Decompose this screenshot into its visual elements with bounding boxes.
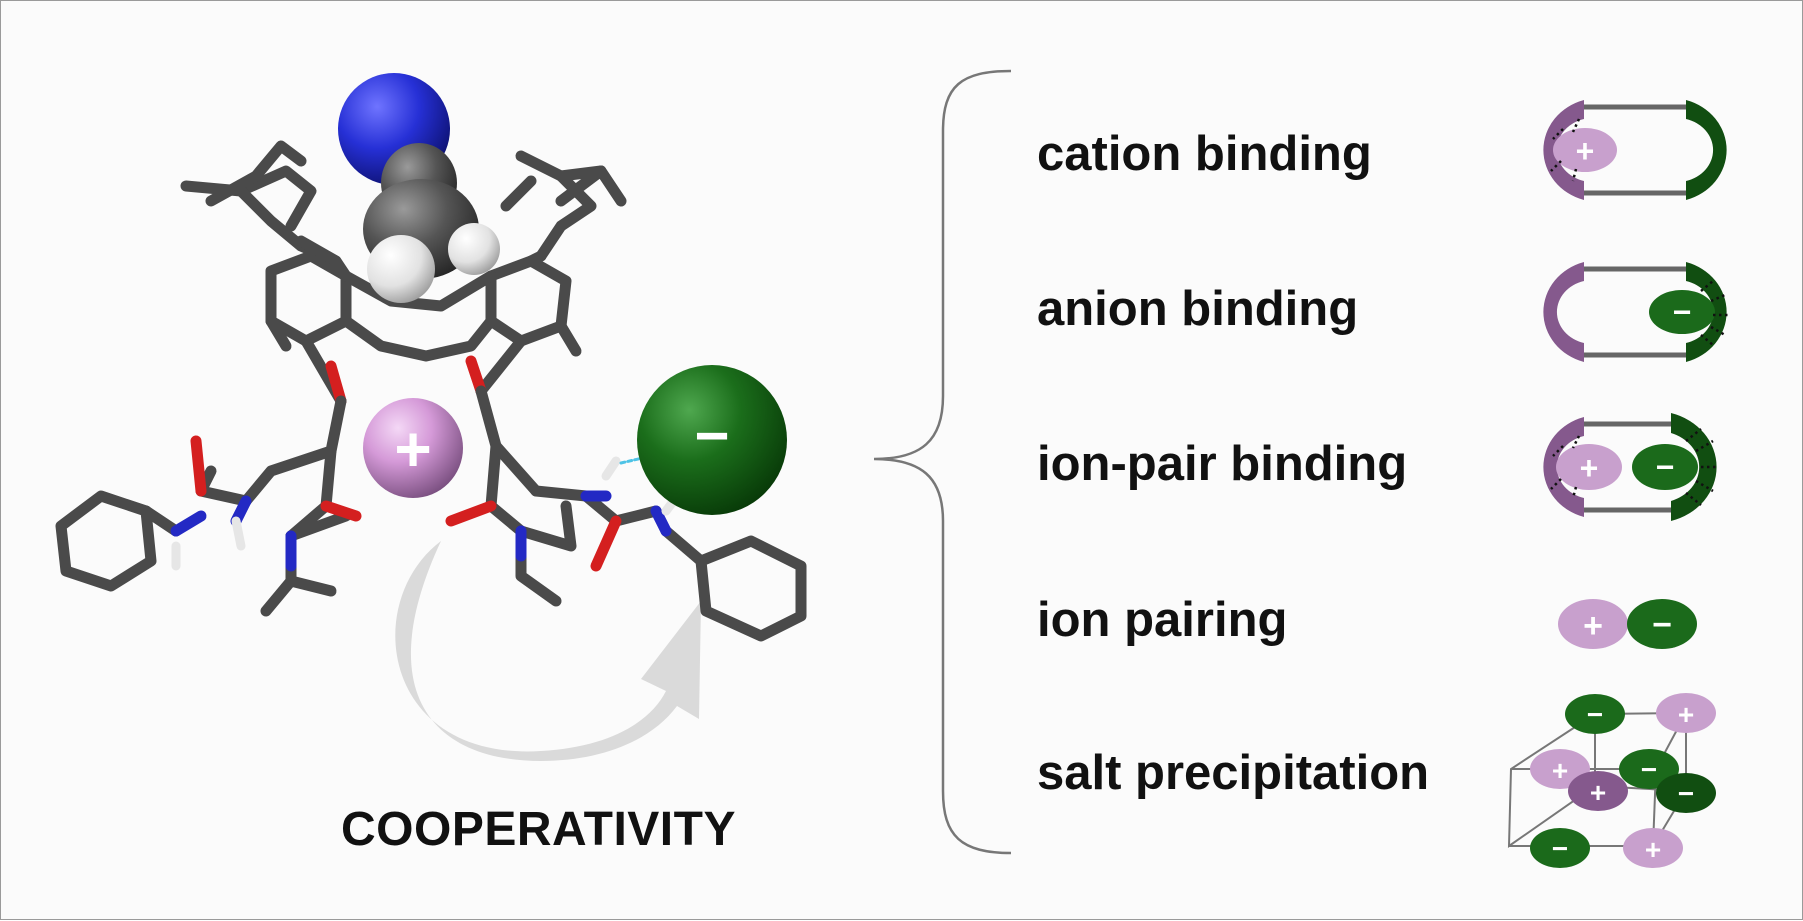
salt-ion-3: + [1552, 755, 1568, 786]
ion-pair-binding-minus: − [1656, 449, 1675, 485]
scheme-cation-binding: + [1543, 100, 1727, 200]
calixarene-molecule [55, 140, 807, 642]
label-anion-binding: anion binding [1037, 282, 1359, 336]
salt-ion-1: − [1587, 699, 1603, 730]
ion-pairing-minus: − [1652, 606, 1672, 644]
anion-sphere: − [637, 365, 787, 515]
curly-brace [873, 69, 1012, 855]
anion-binding-minus: − [1673, 294, 1692, 330]
label-cation-binding: cation binding [1037, 127, 1372, 181]
cooperativity-arrow [395, 541, 701, 761]
label-salt-precipitation: salt precipitation [1037, 746, 1430, 800]
salt-ion-4: − [1641, 754, 1657, 785]
scheme-salt-precipitation: − + + − + − − + [1507, 693, 1716, 868]
salt-ion-6: − [1678, 778, 1694, 809]
cation-sphere: + [363, 398, 463, 498]
label-ion-pairing: ion pairing [1037, 593, 1288, 647]
cation-sphere-symbol: + [394, 413, 431, 485]
scheme-anion-binding: − [1543, 262, 1729, 362]
ion-pair-binding-plus: + [1580, 450, 1599, 486]
ion-pairing-plus: + [1583, 607, 1603, 645]
label-ion-pair-binding: ion-pair binding [1037, 437, 1408, 491]
cooperativity-title: COOPERATIVITY [341, 803, 736, 856]
acetonitrile-guest [338, 73, 500, 303]
cation-binding-plus: + [1576, 133, 1595, 169]
scheme-ion-pairing: + − [1558, 599, 1697, 649]
salt-ion-8: + [1645, 834, 1661, 865]
anion-sphere-symbol: − [694, 402, 729, 469]
scheme-ion-pair-binding: + − [1543, 413, 1719, 521]
salt-ion-5: + [1590, 777, 1606, 808]
salt-ion-2: + [1678, 699, 1694, 730]
salt-ion-7: − [1552, 833, 1568, 864]
